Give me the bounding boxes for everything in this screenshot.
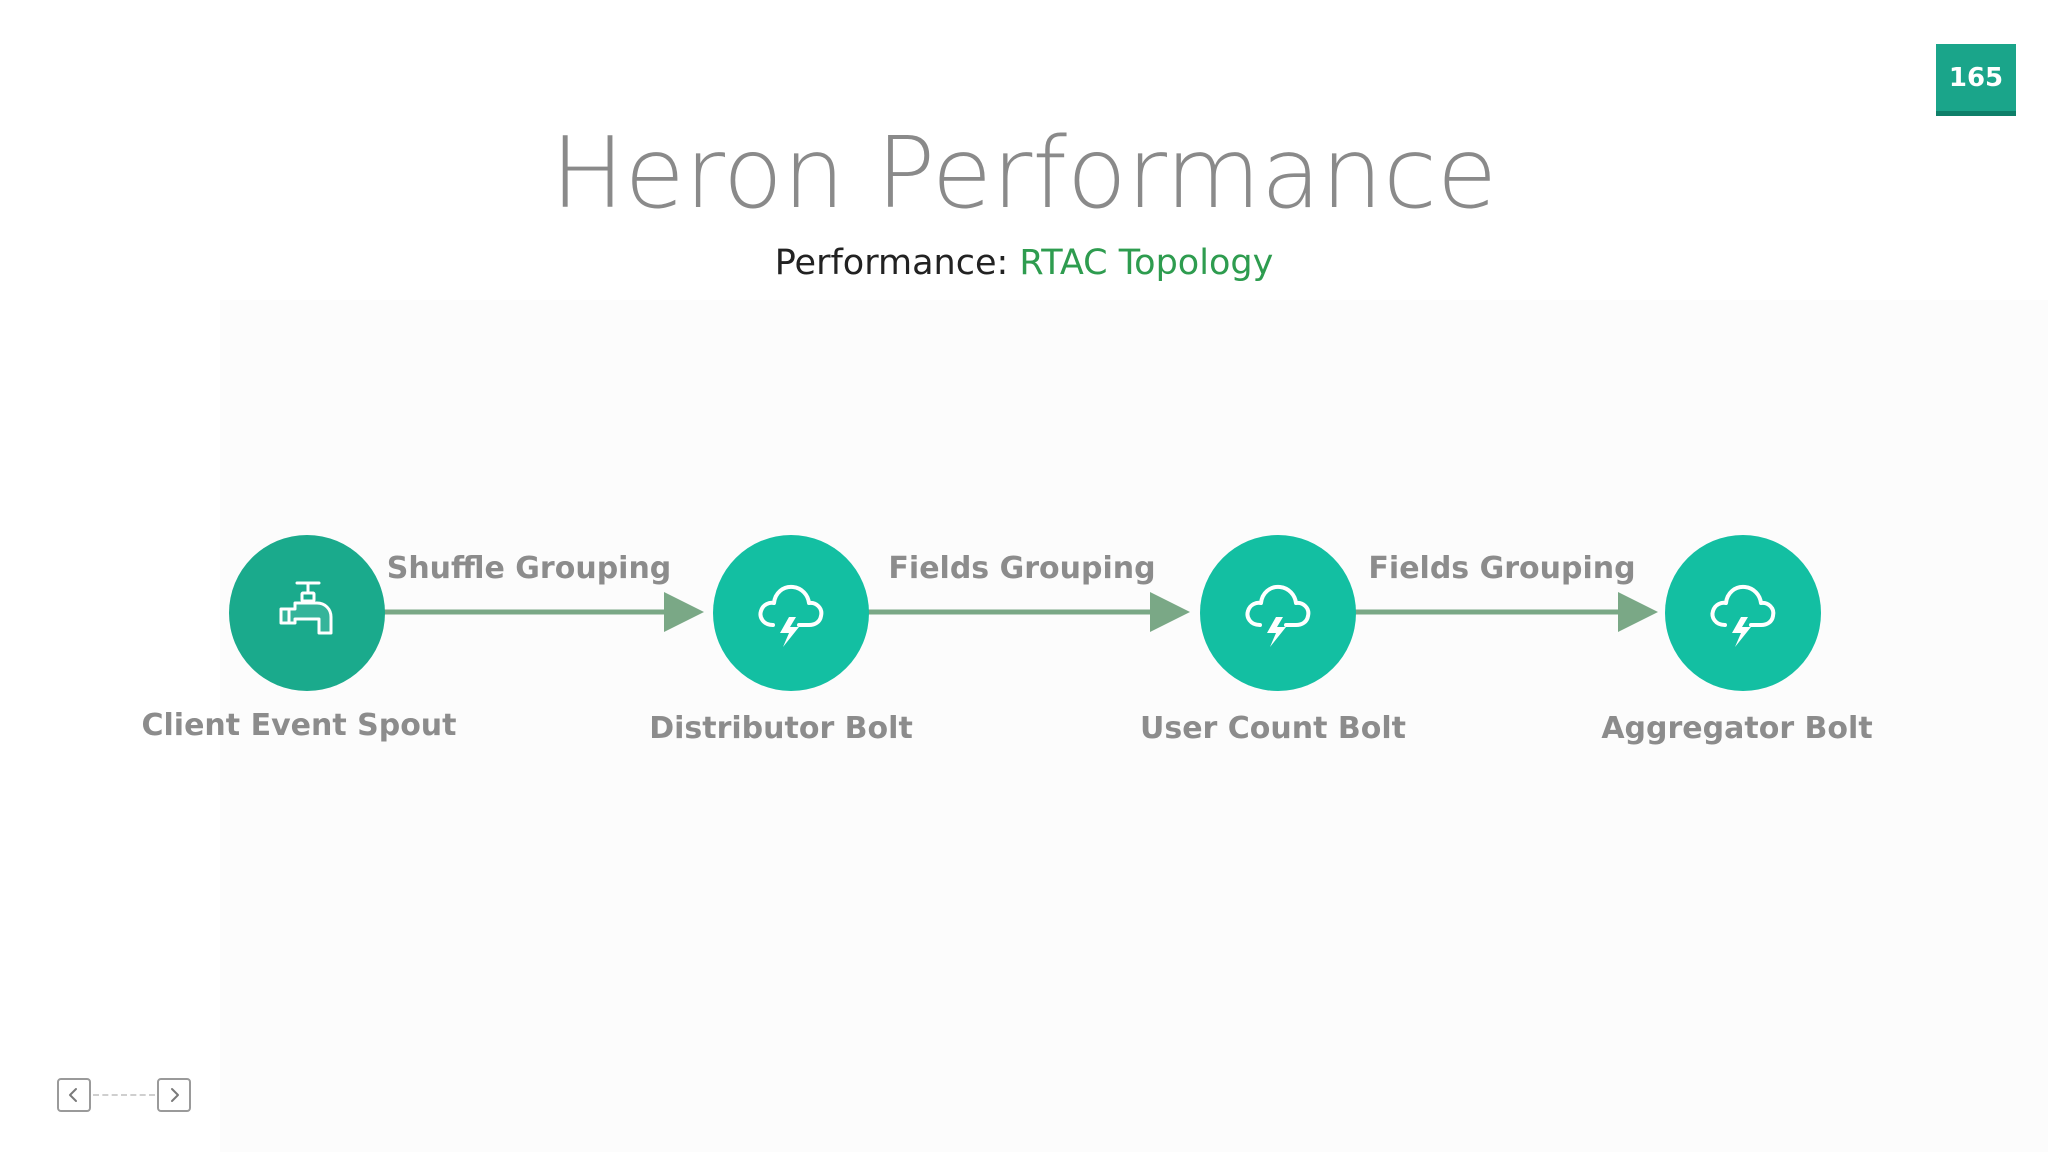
previous-slide-button[interactable]: [57, 1078, 91, 1112]
edge-label-fields-grouping-1: Fields Grouping: [888, 551, 1156, 586]
node-distributor-bolt[interactable]: [713, 535, 869, 691]
subtitle-highlight: RTAC Topology: [1019, 243, 1274, 283]
node-label-client-event-spout: Client Event Spout: [141, 708, 457, 743]
node-label-user-count-bolt: User Count Bolt: [1139, 711, 1407, 746]
node-aggregator-bolt[interactable]: [1665, 535, 1821, 691]
slide-backdrop: [220, 300, 2048, 1152]
chevron-left-icon: [69, 1088, 77, 1102]
node-label-distributor-bolt: Distributor Bolt: [649, 711, 913, 746]
slide-title: Heron Performance: [550, 117, 1498, 231]
subtitle-prefix: Performance:: [774, 243, 1020, 283]
edge-label-fields-grouping-2: Fields Grouping: [1368, 551, 1636, 586]
chevron-right-icon: [171, 1088, 179, 1102]
page-number-badge: 165: [1936, 44, 2016, 116]
storm-cloud-icon: [1710, 584, 1776, 647]
storm-cloud-icon: [1245, 584, 1311, 647]
node-client-event-spout[interactable]: [229, 535, 385, 691]
slide-navigation: [57, 1078, 197, 1114]
edge-label-shuffle-grouping: Shuffle Grouping: [386, 551, 672, 586]
slide-subtitle: Performance: RTAC Topology: [0, 246, 2048, 281]
storm-cloud-icon: [758, 584, 824, 647]
node-user-count-bolt[interactable]: [1200, 535, 1356, 691]
navigation-divider: [93, 1094, 155, 1096]
node-label-aggregator-bolt: Aggregator Bolt: [1601, 711, 1873, 746]
faucet-icon: [279, 581, 333, 635]
next-slide-button[interactable]: [157, 1078, 191, 1112]
